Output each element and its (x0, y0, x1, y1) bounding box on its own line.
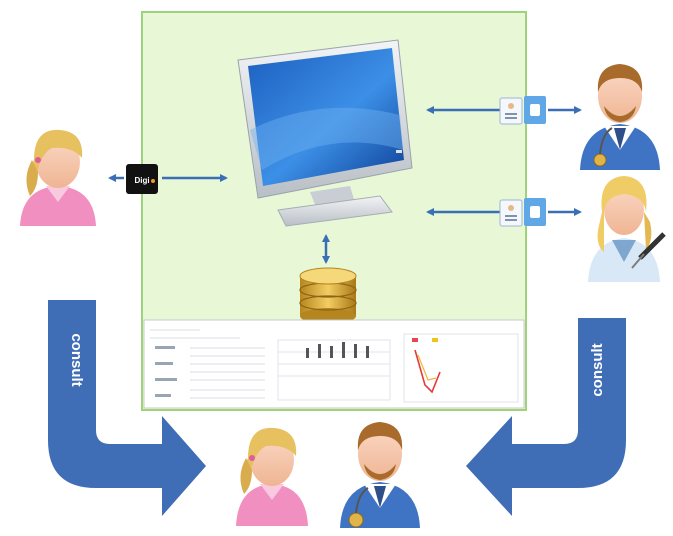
consult-label-left: consult (68, 333, 85, 386)
database-icon (299, 267, 357, 324)
doctor-male-icon (580, 64, 660, 170)
id-card-icon (499, 198, 546, 227)
consult-arrow-right: consult (466, 318, 626, 516)
doctor-male-icon (340, 422, 420, 528)
consult-arrow-left: consult (48, 300, 206, 516)
id-card-icon (499, 96, 546, 125)
computer-monitor-icon (237, 39, 413, 227)
consult-label-right: consult (589, 343, 606, 396)
nurse-female-icon (588, 176, 666, 282)
report-screenshot (143, 319, 525, 409)
digital-pen-device-icon: Digi (126, 164, 158, 194)
patient-female-icon (236, 427, 308, 526)
patient-female-icon (20, 129, 96, 226)
device-label: Digi (134, 176, 149, 185)
